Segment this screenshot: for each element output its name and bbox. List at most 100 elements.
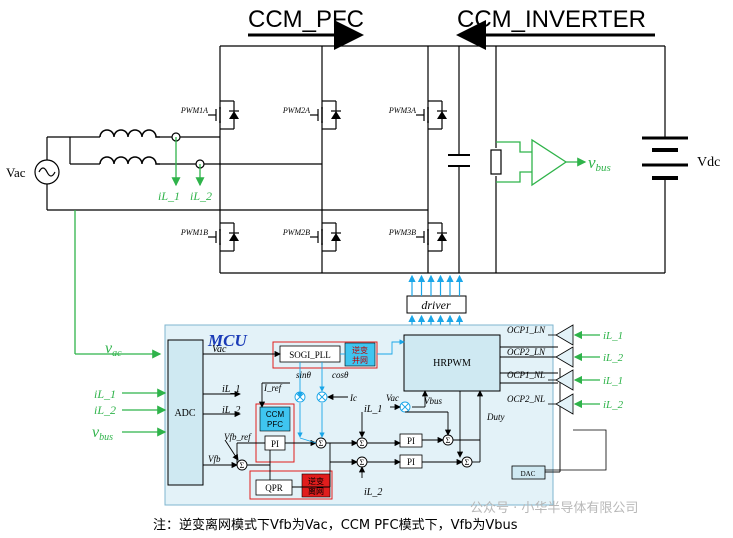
ocp-input-label: iL_1 (603, 375, 623, 387)
summing-junction: Σ (236, 459, 248, 471)
ocp-comparator (555, 393, 574, 415)
qpr-block (255, 479, 293, 496)
footer-note: 注：逆变离网模式下Vfb为Vac，CCM PFC模式下，Vfb为Vbus (153, 517, 518, 533)
vac-source-label: Vac (6, 165, 26, 180)
mcu-title: MCU (207, 331, 247, 350)
ocp-input-label: iL_2 (603, 399, 624, 411)
vbus-sense-resistor (490, 149, 502, 175)
switch-label: PWM2A (282, 106, 310, 115)
mosfet-pwm1a: PWM1A (180, 100, 243, 130)
input-il2-label: iL_2 (94, 403, 116, 417)
header-ccm-inverter: CCM_INVERTER (457, 6, 646, 33)
il2-sense-label: iL_2 (190, 189, 212, 203)
ccm-pfc-tag (259, 406, 291, 432)
summing-junction: Σ (461, 456, 473, 468)
ocp-channel-3: OCP1_NL iL_1 (507, 369, 623, 391)
dac-block (511, 465, 546, 480)
ocp-input-label: iL_2 (603, 352, 624, 364)
ocp-label: OCP1_LN (507, 325, 546, 335)
mcu-il1-label: iL_1 (222, 384, 240, 395)
summing-junction: Σ (356, 456, 368, 468)
inv-grid-label: 逆变并网 (352, 345, 368, 365)
svg-text:Σ: Σ (240, 461, 245, 470)
hrpwm-label: HRPWM (433, 358, 471, 369)
multiplier-junction (399, 401, 411, 413)
mcu-vac-label: Vac (212, 344, 227, 355)
hrpwm-block (403, 334, 501, 392)
inv-offgrid-label: 逆变离网 (308, 476, 324, 496)
inductor-1-icon (99, 129, 160, 138)
mcu-il2-label: iL_2 (222, 405, 240, 416)
svg-text:Σ: Σ (319, 439, 324, 448)
header-ccm-pfc: CCM_PFC (248, 6, 364, 33)
inductor-2-icon (99, 156, 160, 165)
sogi-pll-outline (272, 341, 378, 369)
duty-label: Duty (486, 412, 505, 422)
qpr-label: QPR (265, 483, 283, 493)
mosfet-pwm1b: PWM1B (180, 222, 243, 252)
svg-text:Σ: Σ (465, 458, 470, 467)
ocp-label: OCP2_LN (507, 347, 546, 357)
mcu-blue-wiring (297, 339, 405, 444)
dc-bus-capacitor (448, 154, 470, 167)
loop-il1-label: iL_1 (364, 404, 382, 415)
il1-sense-label: iL_1 (158, 189, 180, 203)
ocp-comparator (555, 369, 574, 391)
vbus-amplifier (531, 138, 568, 187)
svg-text:Σ: Σ (446, 436, 451, 445)
ocp-comparator (555, 324, 574, 346)
ic-label: Ic (349, 393, 357, 403)
summing-junction: Σ (442, 434, 454, 446)
iref-label: I_ref (263, 383, 283, 393)
loop-vbus-label: Vbus (424, 396, 442, 406)
switch-label: PWM1B (180, 228, 208, 237)
pi-label-current-1: PI (407, 436, 415, 446)
ocp-channel-4: OCP2_NL iL_2 (507, 393, 624, 415)
summing-junction: Σ (315, 437, 327, 449)
sogi-pll-label: SOGI_PLL (289, 350, 331, 360)
sin-label: sinθ (296, 370, 312, 380)
green-sense-lines (74, 137, 587, 359)
adc-label: ADC (174, 408, 195, 419)
input-vac-label: vac (105, 340, 122, 359)
qpr-outline (249, 470, 333, 500)
switch-label: PWM3A (388, 106, 416, 115)
inv-grid-tag (344, 342, 376, 367)
power-stage-wiring (46, 45, 666, 274)
ocp-label: OCP2_NL (507, 394, 545, 404)
vbus-sense-label: vbus (588, 153, 611, 174)
ocp-comparator (555, 346, 574, 368)
switch-label: PWM2B (282, 228, 310, 237)
vfb-ref-label: Vfb_ref (224, 432, 252, 442)
summing-junction: Σ (356, 437, 368, 449)
mosfet-pwm2b: PWM2B (282, 222, 345, 252)
svg-text:Σ: Σ (360, 439, 365, 448)
watermark: 公众号 · 小华半导体有限公司 (470, 501, 638, 516)
pi-label-voltage: PI (271, 439, 279, 449)
ocp-channel-2: OCP2_LN iL_2 (507, 346, 624, 368)
dac-reference-line (545, 429, 607, 471)
loop-vac-label: Vac (386, 393, 399, 403)
loop-il2-label: iL_2 (364, 487, 382, 498)
mosfet-pwm3a: PWM3A (388, 100, 451, 130)
dc-battery-icon (642, 136, 688, 180)
driver-label: driver (421, 298, 451, 312)
ocp-label: OCP1_NL (507, 370, 545, 380)
input-vbus-label: vbus (92, 424, 113, 443)
cos-label: cosθ (332, 370, 349, 380)
ccm-pfc-outline (255, 403, 295, 463)
vdc-label: Vdc (697, 155, 720, 170)
vfb-label: Vfb (208, 454, 221, 464)
switch-label: PWM1A (180, 106, 208, 115)
switch-label: PWM3B (388, 228, 416, 237)
adc-input-lines (122, 388, 167, 437)
mosfet-pwm3b: PWM3B (388, 222, 451, 252)
adc-block (167, 339, 204, 486)
mosfet-pwm2a: PWM2A (282, 100, 345, 130)
svg-text:Σ: Σ (360, 458, 365, 467)
input-il1-label: iL_1 (94, 387, 116, 401)
multiplier-junction (316, 391, 328, 403)
